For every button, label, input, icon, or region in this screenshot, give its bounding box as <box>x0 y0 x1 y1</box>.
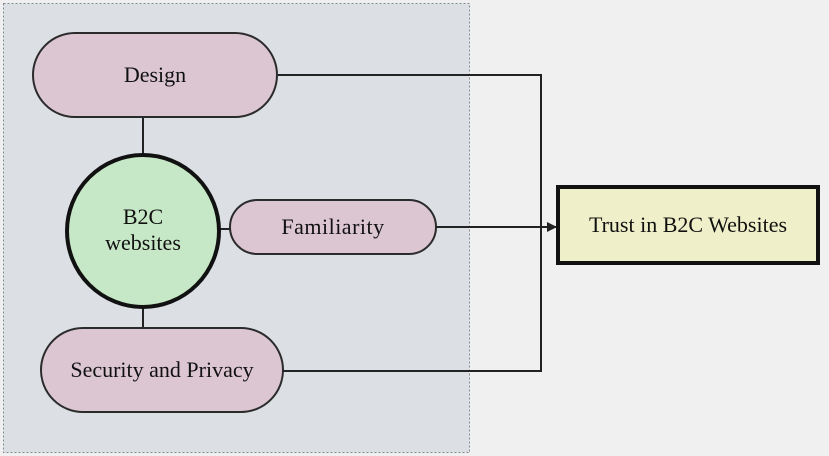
trust-node <box>556 185 820 265</box>
security-to-trust-line <box>283 227 542 372</box>
b2c-websites-label: B2C websites <box>80 190 206 270</box>
familiarity-label: Familiarity <box>281 213 385 239</box>
b2c-websites-node <box>65 153 221 309</box>
b2c-websites-label-line1: B2C <box>122 203 164 229</box>
security-privacy-label: Security and Privacy <box>70 356 254 382</box>
b2c-websites-label-line2: websites <box>105 230 181 255</box>
design-node <box>32 32 278 118</box>
trust-label: Trust in B2C Websites <box>588 211 788 237</box>
design-label: Design <box>123 61 187 87</box>
design-to-trust-line <box>278 74 542 227</box>
